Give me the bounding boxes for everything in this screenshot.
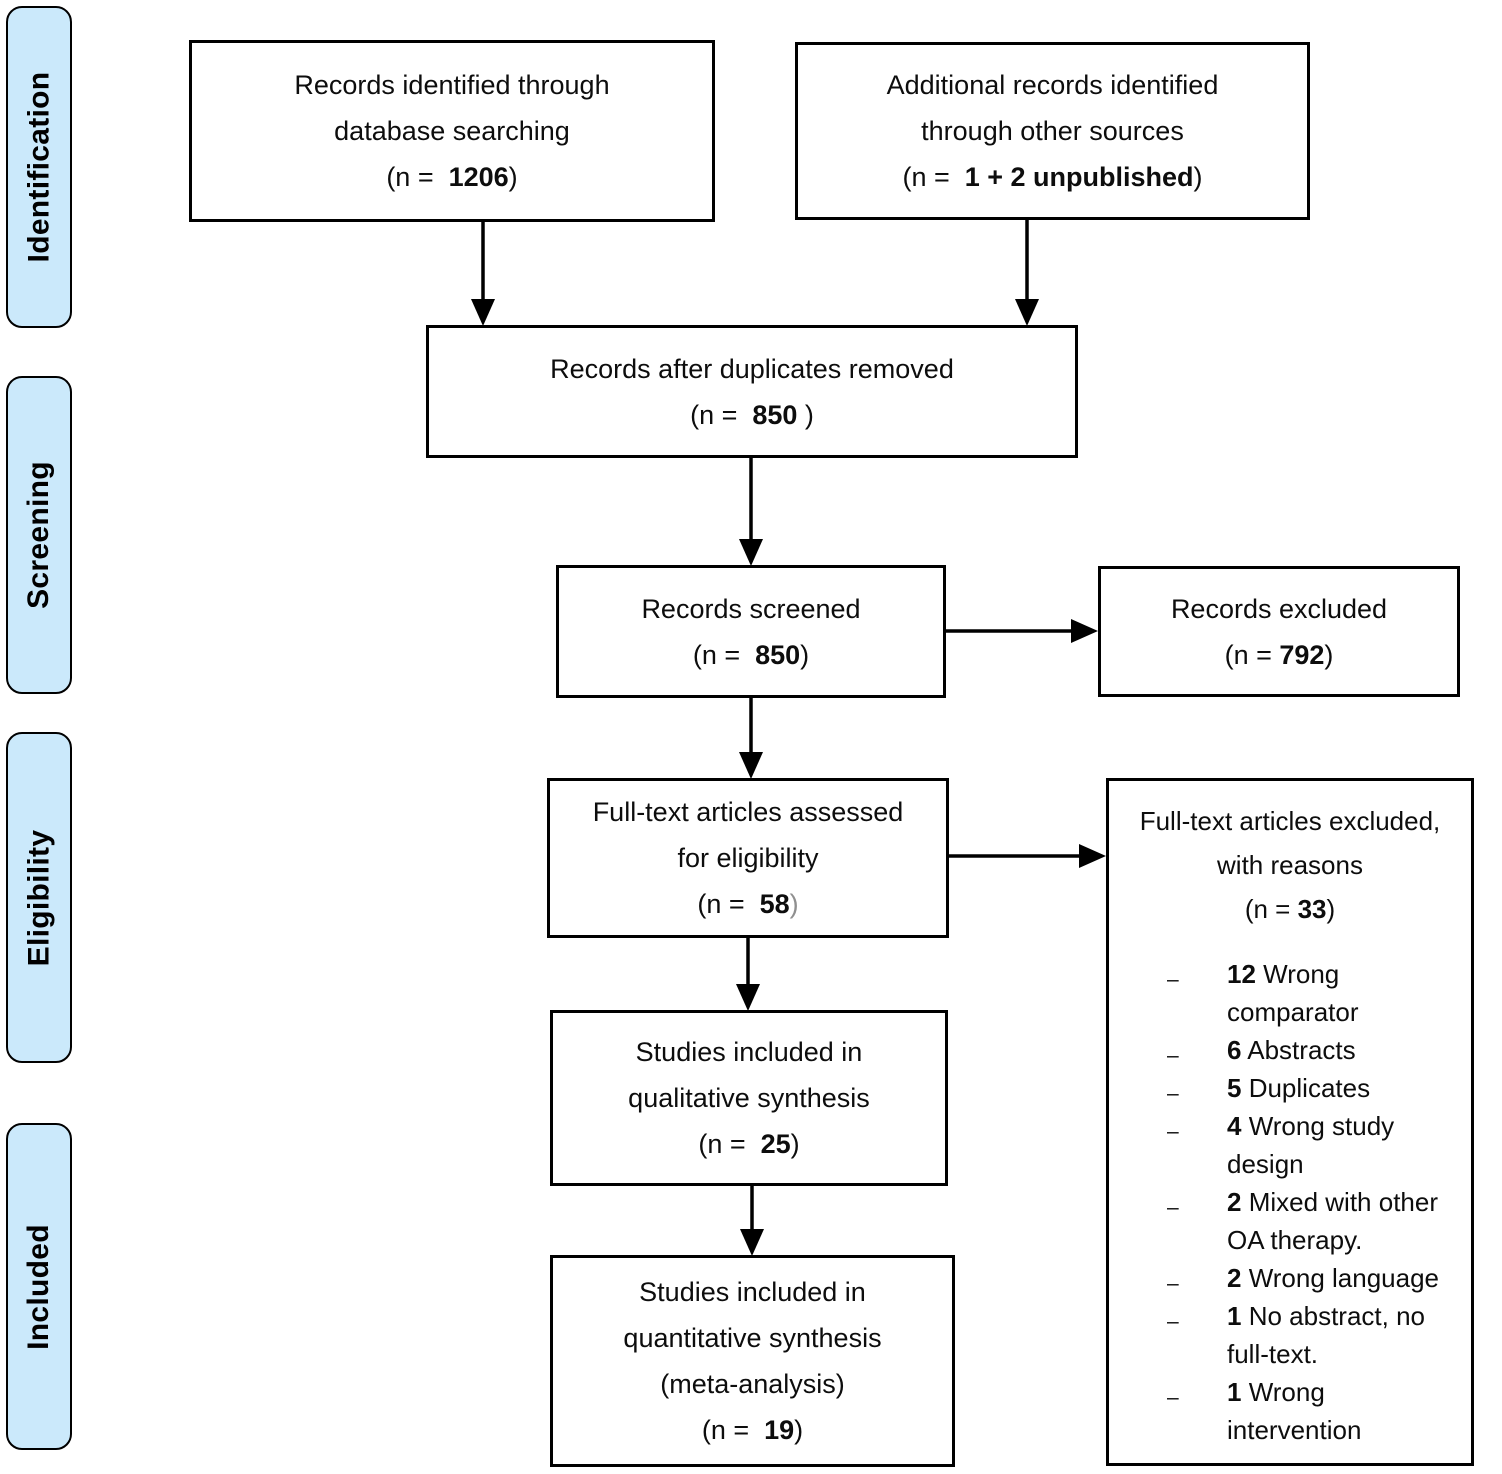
- exclusion-reason-item: –5 Duplicates: [1109, 1069, 1471, 1107]
- dash-bullet-icon: –: [1167, 1044, 1179, 1067]
- box-records-screened: Records screened(n = 850): [556, 565, 946, 698]
- stage-label: Screening: [22, 461, 55, 609]
- box-text: Records excluded(n = 792): [1170, 593, 1388, 670]
- stage-included: Included: [6, 1123, 72, 1450]
- box-records-excluded: Records excluded(n = 792): [1098, 566, 1460, 697]
- stage-identification: Identification: [6, 6, 72, 328]
- box-text: Full-text articles excluded,with reasons…: [1139, 806, 1441, 924]
- arrow-screened-to-excluded: [946, 619, 1098, 643]
- arrow-fulltext-to-excluded-reasons: [949, 844, 1106, 868]
- stage-eligibility: Eligibility: [6, 732, 72, 1063]
- arrow-additional-to-duplicates: [1015, 220, 1039, 326]
- box-duplicates-removed: Records after duplicates removed(n = 850…: [426, 325, 1078, 458]
- dash-bullet-icon: –: [1167, 1310, 1179, 1333]
- dash-bullet-icon: –: [1167, 1120, 1179, 1143]
- box-text: Records screened(n = 850): [641, 593, 861, 670]
- arrow-duplicates-to-screened: [739, 458, 763, 566]
- stage-label: Included: [22, 1223, 55, 1350]
- exclusion-reason-item: –2 Wrong language: [1109, 1259, 1471, 1297]
- dash-bullet-icon: –: [1167, 1196, 1179, 1219]
- box-text: Records after duplicates removed(n = 850…: [550, 353, 954, 430]
- arrow-fulltext-to-qualitative: [736, 938, 760, 1011]
- dash-bullet-icon: –: [1167, 968, 1179, 991]
- stage-label: Identification: [22, 71, 55, 263]
- box-fulltext-excluded: Full-text articles excluded,with reasons…: [1106, 778, 1474, 1466]
- dash-bullet-icon: –: [1167, 1082, 1179, 1105]
- dash-bullet-icon: –: [1167, 1272, 1179, 1295]
- exclusion-reason-item: –6 Abstracts: [1109, 1031, 1471, 1069]
- arrow-identified-to-duplicates: [471, 222, 495, 326]
- arrow-qualitative-to-quantitative: [740, 1186, 764, 1256]
- stage-label: Eligibility: [22, 829, 55, 966]
- stage-screening: Screening: [6, 376, 72, 694]
- arrow-screened-to-fulltext: [739, 698, 763, 779]
- dash-bullet-icon: –: [1167, 1386, 1179, 1409]
